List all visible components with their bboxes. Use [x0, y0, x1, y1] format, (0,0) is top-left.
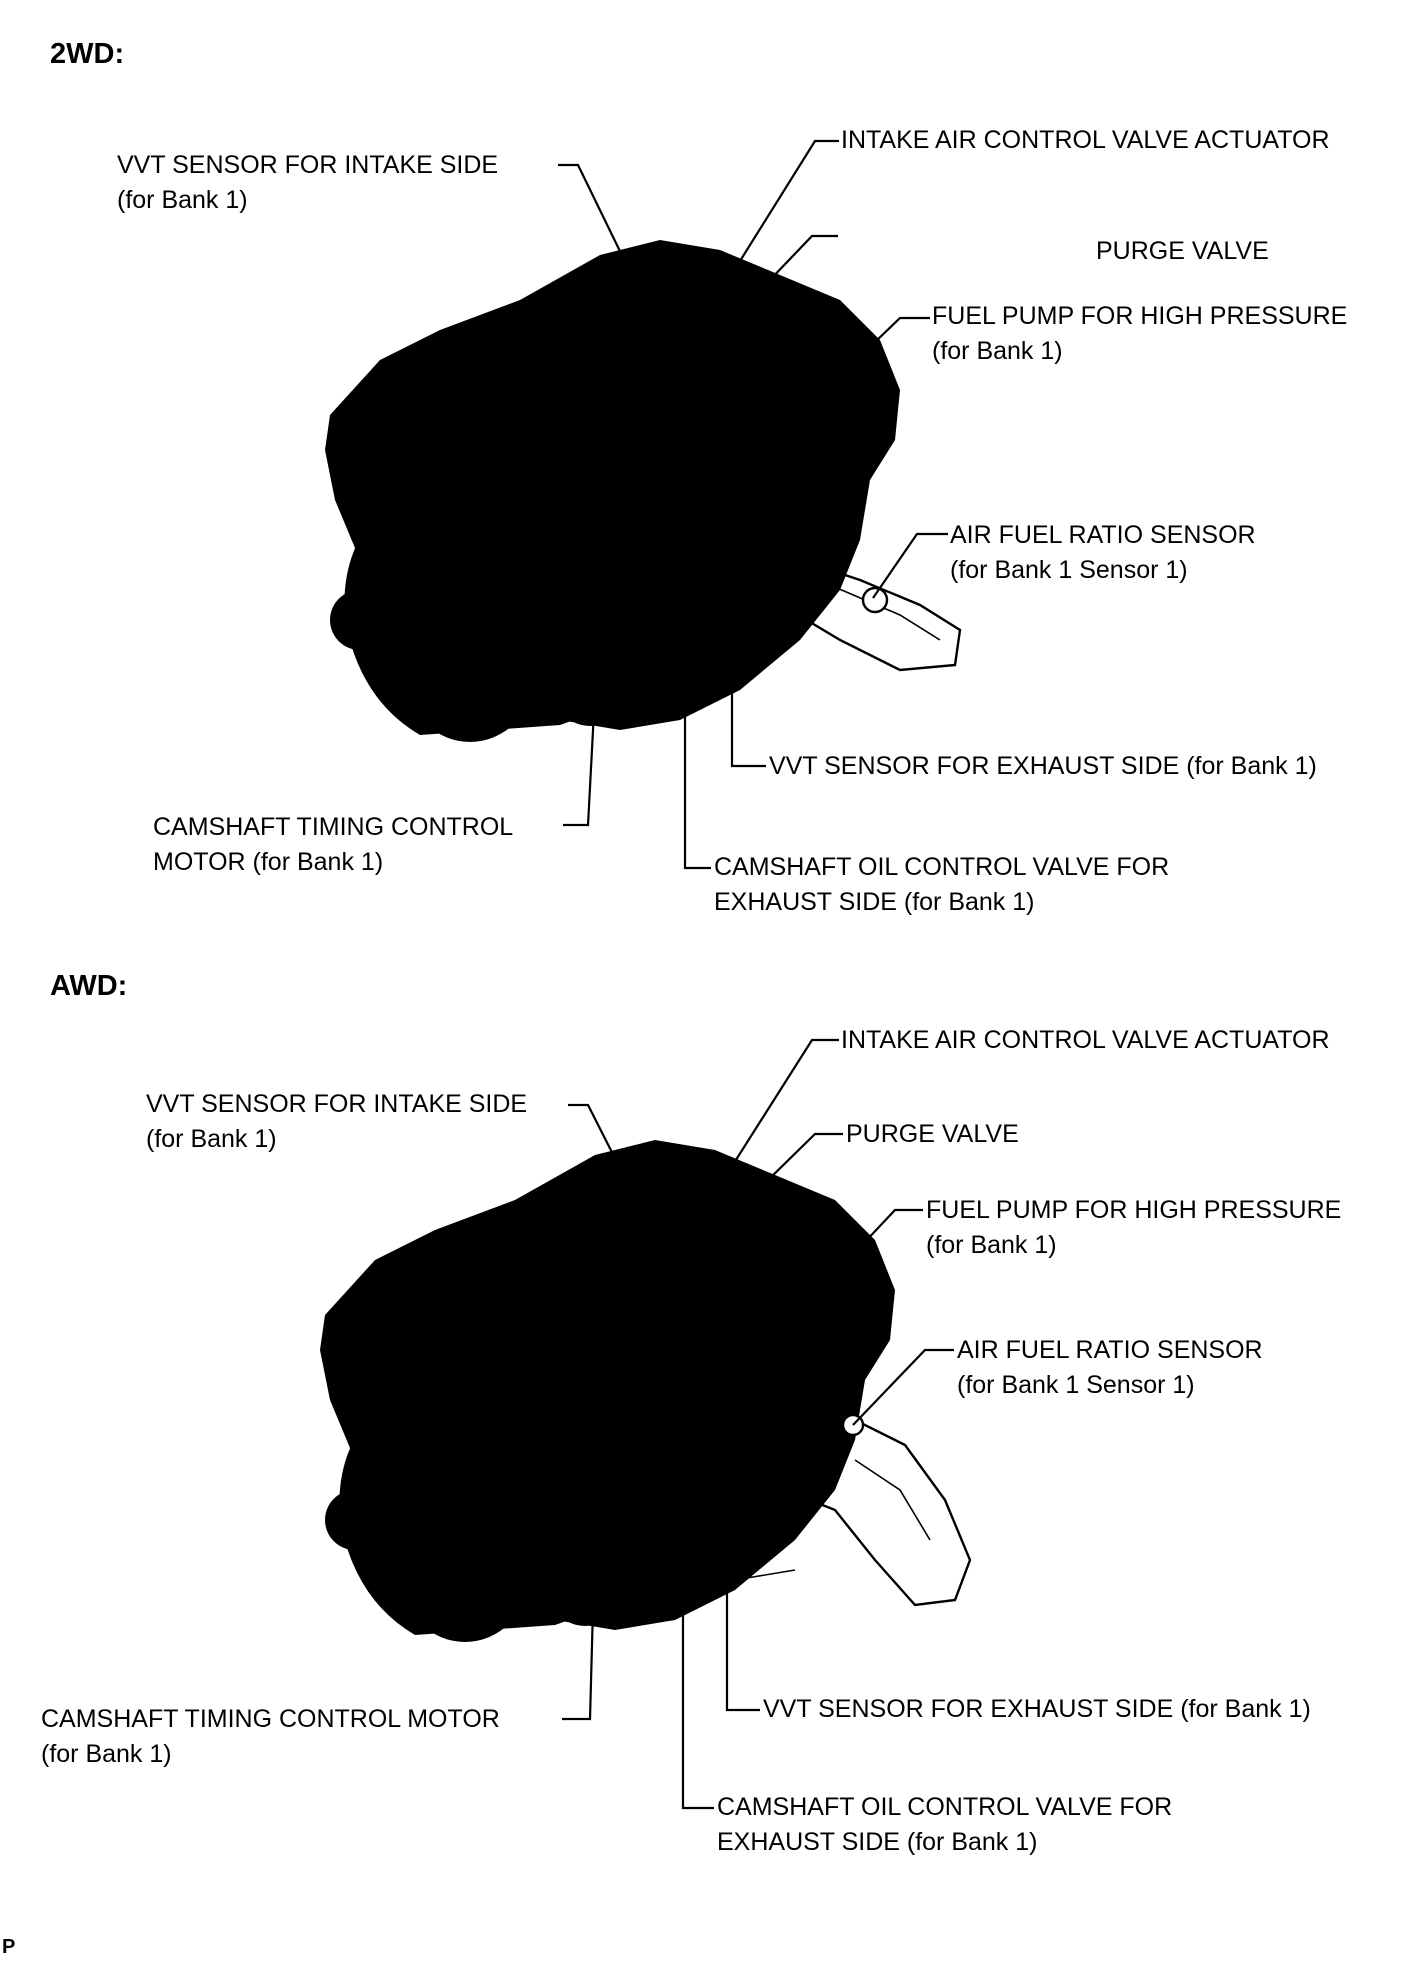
leader-fuel-pump: [819, 316, 930, 396]
label-fuel-pump-high-pressure: FUEL PUMP FOR HIGH PRESSURE (for Bank 1): [926, 1193, 1341, 1263]
label-line: MOTOR (for Bank 1): [153, 848, 384, 876]
leader-fuel-pump: [814, 1208, 923, 1296]
leader-purge-valve: [716, 1132, 843, 1231]
label-line: EXHAUST SIDE (for Bank 1): [714, 888, 1035, 916]
label-line: FUEL PUMP FOR HIGH PRESSURE: [932, 302, 1348, 330]
label-line: VVT SENSOR FOR INTAKE SIDE: [146, 1090, 528, 1118]
label-line: CAMSHAFT OIL CONTROL VALVE FOR: [714, 853, 1170, 881]
label-vvt-sensor-exhaust: VVT SENSOR FOR EXHAUST SIDE (for Bank 1): [769, 752, 1317, 780]
section-title-awd: AWD:: [50, 970, 128, 1002]
label-line: VVT SENSOR FOR INTAKE SIDE: [117, 151, 499, 179]
leader-vvt-intake: [568, 1103, 704, 1333]
label-line: CAMSHAFT OIL CONTROL VALVE FOR: [717, 1793, 1173, 1821]
label-line: AIR FUEL RATIO SENSOR: [957, 1336, 1263, 1364]
label-line: CAMSHAFT TIMING CONTROL: [153, 813, 514, 841]
label-purge-valve: PURGE VALVE: [1096, 237, 1269, 265]
engine-illustration-2wd: [325, 240, 962, 742]
label-camshaft-timing-control-motor: CAMSHAFT TIMING CONTROL MOTOR (for Bank …: [153, 810, 513, 880]
label-line: CAMSHAFT TIMING CONTROL MOTOR: [41, 1705, 500, 1733]
label-line: AIR FUEL RATIO SENSOR: [950, 521, 1256, 549]
label-line: (for Bank 1): [926, 1231, 1057, 1259]
leader-vvt-exhaust: [730, 500, 766, 768]
label-purge-valve: PURGE VALVE: [846, 1120, 1019, 1148]
label-vvt-sensor-intake: VVT SENSOR FOR INTAKE SIDE (for Bank 1): [146, 1087, 527, 1157]
label-fuel-pump-high-pressure: FUEL PUMP FOR HIGH PRESSURE (for Bank 1): [932, 299, 1347, 369]
leader-af-sensor: [872, 532, 948, 599]
leader-ocv: [681, 1428, 714, 1810]
leader-af-sensor: [852, 1348, 954, 1426]
leader-camshaft-motor: [563, 559, 604, 827]
label-line: (for Bank 1 Sensor 1): [957, 1371, 1195, 1399]
leader-lines-awd: [562, 1038, 954, 1810]
footer-code: P: [2, 1936, 16, 1958]
label-line: (for Bank 1): [146, 1125, 277, 1153]
label-line: (for Bank 1): [932, 337, 1063, 365]
label-intake-air-control-valve-actuator: INTAKE AIR CONTROL VALVE ACTUATOR: [841, 126, 1330, 154]
section-title-2wd: 2WD:: [50, 38, 125, 70]
label-line: EXHAUST SIDE (for Bank 1): [717, 1828, 1038, 1856]
label-air-fuel-ratio-sensor: AIR FUEL RATIO SENSOR (for Bank 1 Sensor…: [957, 1333, 1263, 1403]
label-vvt-sensor-intake: VVT SENSOR FOR INTAKE SIDE (for Bank 1): [117, 148, 498, 218]
leader-vvt-intake: [558, 163, 709, 433]
leader-intake-air-actuator: [719, 1038, 839, 1186]
leader-camshaft-motor: [562, 1459, 599, 1721]
leader-intake-air-actuator: [724, 139, 839, 286]
leader-vvt-exhaust: [725, 1400, 760, 1712]
label-line: (for Bank 1 Sensor 1): [950, 556, 1188, 584]
label-vvt-sensor-exhaust: VVT SENSOR FOR EXHAUST SIDE (for Bank 1): [763, 1695, 1311, 1723]
label-air-fuel-ratio-sensor: AIR FUEL RATIO SENSOR (for Bank 1 Sensor…: [950, 518, 1256, 588]
leader-purge-valve: [721, 234, 838, 331]
label-intake-air-control-valve-actuator: INTAKE AIR CONTROL VALVE ACTUATOR: [841, 1026, 1330, 1054]
leader-lines-2wd: [558, 139, 948, 870]
label-camshaft-oil-control-valve: CAMSHAFT OIL CONTROL VALVE FOR EXHAUST S…: [714, 850, 1169, 920]
leader-ocv: [683, 528, 711, 870]
label-line: (for Bank 1): [41, 1740, 172, 1768]
label-camshaft-oil-control-valve: CAMSHAFT OIL CONTROL VALVE FOR EXHAUST S…: [717, 1790, 1172, 1860]
label-line: (for Bank 1): [117, 186, 248, 214]
label-camshaft-timing-control-motor: CAMSHAFT TIMING CONTROL MOTOR (for Bank …: [41, 1702, 500, 1772]
label-line: FUEL PUMP FOR HIGH PRESSURE: [926, 1196, 1342, 1224]
